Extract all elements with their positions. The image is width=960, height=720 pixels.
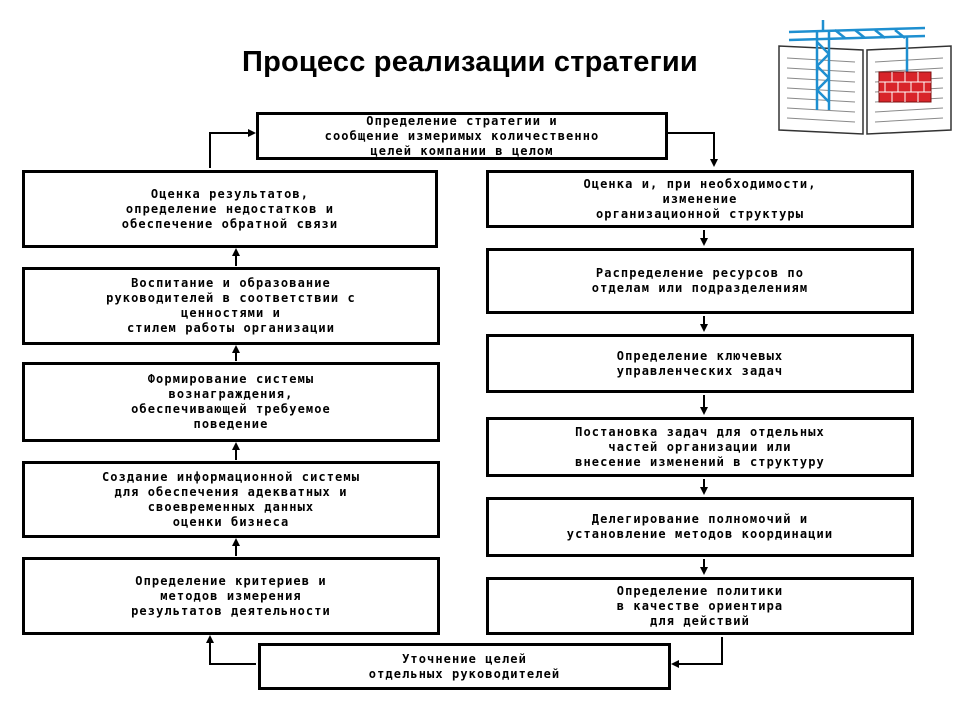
arrow-right-to-bottom — [671, 637, 723, 668]
box-label: Определение критериев и методов измерени… — [131, 573, 331, 618]
box-label: Определение политики в качестве ориентир… — [616, 583, 784, 628]
box-label: Распределение ресурсов по отделам или по… — [591, 266, 809, 295]
box-label: Оценка и, при необходимости, изменение о… — [583, 176, 817, 221]
box-label: Создание информационной системы для обес… — [101, 469, 361, 529]
box-delegation: Делегирование полномочий и установление … — [486, 497, 914, 557]
box-information-system: Создание информационной системы для обес… — [22, 461, 440, 538]
box-label: Определение ключевых управленческих зада… — [616, 348, 784, 378]
box-unit-tasks: Постановка задач для отдельных частей ор… — [486, 417, 914, 477]
box-policy: Определение политики в качестве ориентир… — [486, 577, 914, 635]
box-refine-goals: Уточнение целей отдельных руководителей — [258, 643, 671, 690]
box-reward-system: Формирование системы вознаграждения, обе… — [22, 362, 440, 442]
box-label: Уточнение целей отдельных руководителей — [368, 651, 561, 681]
arrow-bottom-to-left — [206, 635, 256, 665]
box-label: Постановка задач для отдельных частей ор… — [575, 424, 825, 469]
box-performance-criteria: Определение критериев и методов измерени… — [22, 557, 440, 635]
box-label: Воспитание и образование руководителей в… — [106, 276, 356, 335]
box-label: Делегирование полномочий и установление … — [566, 512, 834, 541]
box-label: Определение стратегии и сообщение измери… — [324, 113, 600, 158]
box-evaluate-results: Оценка результатов, определение недостат… — [22, 170, 438, 248]
box-manager-education: Воспитание и образование руководителей в… — [22, 267, 440, 345]
arrow-left-to-top — [209, 129, 256, 168]
box-key-tasks: Определение ключевых управленческих зада… — [486, 334, 914, 393]
box-resource-allocation: Распределение ресурсов по отделам или по… — [486, 248, 914, 314]
construction-logo — [778, 20, 952, 135]
page-title: Процесс реализации стратегии — [242, 46, 698, 78]
arrow-top-to-right — [668, 132, 718, 167]
box-define-strategy: Определение стратегии и сообщение измери… — [256, 112, 668, 160]
box-label: Формирование системы вознаграждения, обе… — [131, 372, 331, 431]
box-org-structure: Оценка и, при необходимости, изменение о… — [486, 170, 914, 228]
box-label: Оценка результатов, определение недостат… — [121, 186, 339, 231]
